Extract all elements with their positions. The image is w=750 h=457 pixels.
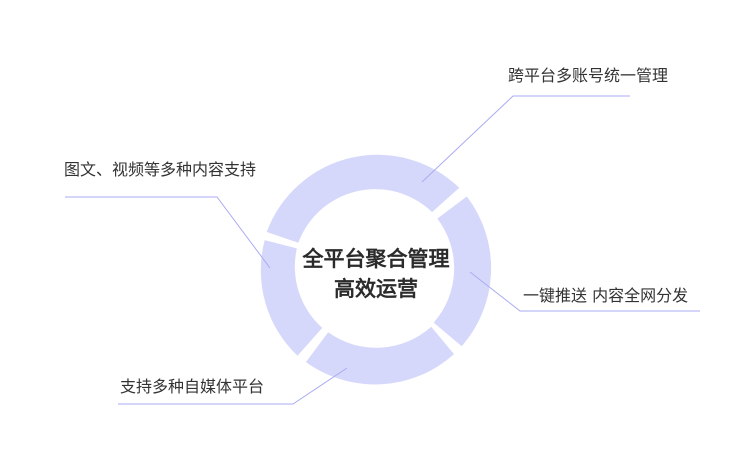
connector-top-right (421, 95, 630, 183)
center-title-line2: 高效运营 (334, 277, 418, 301)
connector-bottom-left (118, 367, 348, 405)
ring-segment-left (260, 240, 323, 356)
ring-segment-right (433, 196, 492, 347)
center-title-line1: 全平台聚合管理 (302, 247, 450, 271)
callout-label-bottom-left: 支持多种自媒体平台 (120, 377, 264, 396)
ring-segment-top (266, 154, 460, 243)
ring (260, 154, 492, 385)
connector-top-left (65, 196, 271, 269)
callout-label-top-left: 图文、视频等多种内容支持 (64, 160, 256, 179)
connectors (65, 95, 700, 405)
ring-segment-bottom (305, 326, 454, 385)
callout-label-top-right: 跨平台多账号统一管理 (508, 66, 668, 85)
connector-right (469, 271, 700, 312)
callout-label-right: 一键推送 内容全网分发 (523, 286, 688, 305)
